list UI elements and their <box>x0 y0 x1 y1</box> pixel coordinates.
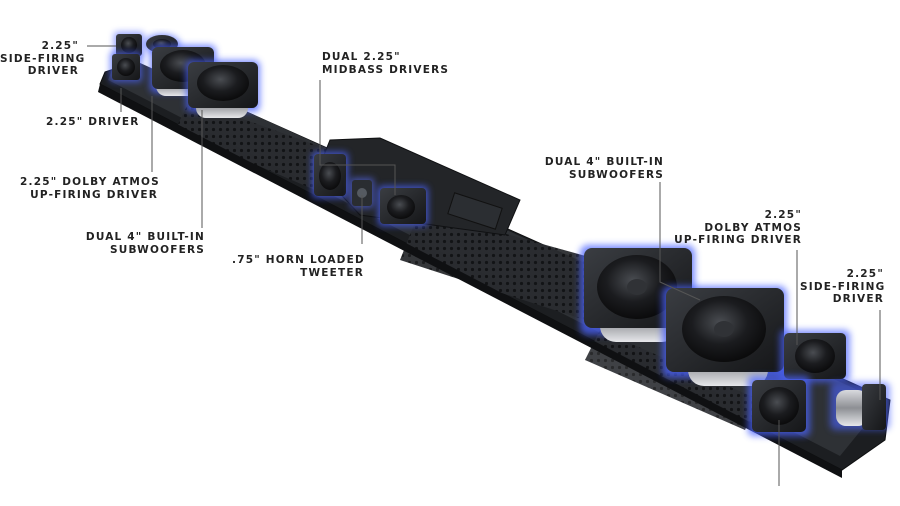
callout-line: TWEETER <box>300 266 364 279</box>
callout-line: 2.25" <box>846 268 884 280</box>
callout-line: MIDBASS DRIVERS <box>322 63 450 76</box>
callout-line: 2.25" DOLBY ATMOS <box>20 176 160 188</box>
callout-right-dolby-atmos-driver: 2.25" DOLBY ATMOS UP-FIRING DRIVER <box>672 209 802 247</box>
left-front-driver <box>110 52 142 82</box>
leader-midbass <box>319 80 396 195</box>
callout-line: DUAL 4" BUILT-IN <box>85 231 205 243</box>
callout-line: UP-FIRING DRIVER <box>30 188 158 201</box>
callout-line: DRIVER <box>832 293 884 305</box>
callout-line: 2.25" DRIVER <box>46 116 140 128</box>
soundbar-grille-mid <box>400 210 600 320</box>
callout-right-side-firing-driver: 2.25" SIDE-FIRING DRIVER <box>800 268 884 306</box>
soundbar-grille-left <box>175 100 330 190</box>
callout-left-dolby-atmos-driver: 2.25" DOLBY ATMOS UP-FIRING DRIVER <box>20 176 160 201</box>
callout-line: 2.25" <box>41 40 79 52</box>
callout-line: DUAL 2.25" <box>322 51 401 63</box>
callout-line: SUBWOOFERS <box>569 168 664 181</box>
callout-right-subwoofers: DUAL 4" BUILT-IN SUBWOOFERS <box>540 156 664 181</box>
callout-line: SUBWOOFERS <box>110 243 205 256</box>
callout-left-driver: 2.25" DRIVER <box>46 116 140 129</box>
circuit-module <box>447 192 503 230</box>
callout-horn-tweeter: .75" HORN LOADED TWEETER <box>232 254 364 279</box>
right-front-driver <box>748 376 810 436</box>
leader-right-subwoofers <box>659 182 701 301</box>
soundbar-front-edge <box>98 84 842 478</box>
midbass-driver-2 <box>378 186 428 226</box>
horn-tweeter <box>350 178 374 208</box>
right-up-firing-driver <box>780 330 850 382</box>
callout-left-subwoofers: DUAL 4" BUILT-IN SUBWOOFERS <box>80 231 205 256</box>
midbass-driver-1 <box>312 152 348 198</box>
callout-line: 2.25" <box>764 209 802 221</box>
callout-midbass-drivers: DUAL 2.25" MIDBASS DRIVERS <box>322 51 449 76</box>
callout-line: DRIVER <box>27 65 79 77</box>
callout-line: DUAL 4" BUILT-IN <box>544 156 664 168</box>
left-side-firing-driver <box>114 32 144 58</box>
callout-left-side-firing-driver: 2.25" SIDE-FIRING DRIVER <box>0 40 86 78</box>
callout-line: UP-FIRING DRIVER <box>674 234 802 246</box>
left-subwoofer-2 <box>186 60 260 118</box>
callout-line: DOLBY ATMOS <box>704 221 802 234</box>
right-subwoofer-2 <box>662 286 787 386</box>
right-side-firing-driver <box>830 382 890 430</box>
callout-line: SIDE-FIRING <box>800 280 886 293</box>
callout-line: .75" HORN LOADED <box>232 254 365 266</box>
callout-line: SIDE-FIRING <box>0 52 86 65</box>
